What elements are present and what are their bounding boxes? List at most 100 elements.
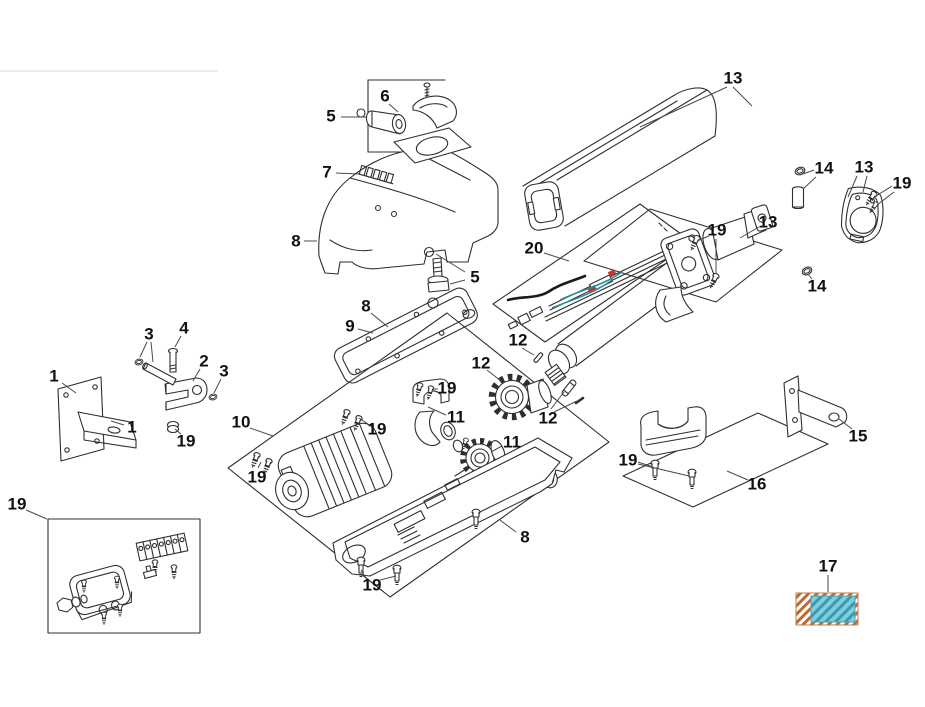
callout-label-7-3: 7 xyxy=(322,163,331,182)
release-lock-assembly xyxy=(356,82,472,164)
callout-label-19-32: 19 xyxy=(619,451,638,470)
rear-cap xyxy=(840,186,884,244)
callout-label-16-33: 16 xyxy=(748,475,767,494)
callout-label-17-37: 17 xyxy=(819,557,838,576)
callout-label-11-27: 11 xyxy=(447,408,465,427)
lock-cylinder xyxy=(356,108,407,135)
terminal-strip xyxy=(135,532,189,562)
black-wire xyxy=(506,274,587,302)
release-lever xyxy=(412,95,457,129)
o-ring-lower xyxy=(800,265,814,277)
group-box-drive-unit xyxy=(227,312,610,598)
saddle-cover xyxy=(640,406,707,490)
release-pin xyxy=(423,246,450,293)
junction-kit xyxy=(56,532,189,625)
leader-line xyxy=(732,86,753,107)
callout-label-1-22: 1 xyxy=(127,418,136,437)
callout-label-19-34: 19 xyxy=(8,495,27,514)
leader-line xyxy=(61,382,77,394)
snap-ring-b xyxy=(207,392,219,402)
leader-line xyxy=(637,461,654,468)
snap-ring-a xyxy=(133,357,145,367)
cable-harness xyxy=(506,222,689,330)
callout-label-14-12: 14 xyxy=(808,277,827,296)
group-box-bracket-16 xyxy=(622,412,829,508)
leader-line xyxy=(553,400,578,413)
leader-line xyxy=(427,406,447,416)
bevel-gear xyxy=(488,373,552,421)
tube-housing xyxy=(522,87,717,231)
housing-cover-top xyxy=(318,145,499,275)
leader-line xyxy=(370,312,389,328)
callout-label-14-4: 14 xyxy=(815,159,834,178)
callout-label-8-7: 8 xyxy=(291,232,300,251)
callout-label-4-16: 4 xyxy=(179,319,189,338)
callout-label-20-8: 20 xyxy=(525,239,544,258)
leader-line xyxy=(257,461,262,469)
gasket xyxy=(333,287,478,384)
bolt-pin-4 xyxy=(167,347,179,373)
callout-label-9-14: 9 xyxy=(345,317,354,336)
callout-label-5-2: 5 xyxy=(326,107,335,126)
leader-line xyxy=(799,169,815,176)
callout-label-12-28: 12 xyxy=(539,409,558,428)
callout-label-1-19: 1 xyxy=(49,367,58,386)
finger-bracket xyxy=(414,410,441,447)
leader-line xyxy=(862,175,868,193)
pivot-pin xyxy=(791,165,807,210)
front-bracket xyxy=(783,375,848,438)
callout-label-19-6: 19 xyxy=(893,174,912,193)
callout-label-13-5: 13 xyxy=(855,158,874,177)
callout-label-2-17: 2 xyxy=(199,352,208,371)
teal-wire-2 xyxy=(551,279,613,309)
callout-label-10-23: 10 xyxy=(232,413,251,432)
callout-label-12-21: 12 xyxy=(472,354,491,373)
leader-line xyxy=(543,252,570,262)
leader-line xyxy=(110,420,125,426)
callout-label-3-15: 3 xyxy=(144,325,153,344)
lock-cover-plate xyxy=(393,127,472,164)
callout-label-5-11: 5 xyxy=(470,268,479,287)
leader-line xyxy=(388,103,399,113)
leader-line xyxy=(807,273,813,280)
callout-label-11-29: 11 xyxy=(503,433,521,452)
head-assembly xyxy=(544,204,774,386)
leader-line xyxy=(358,417,369,425)
grease-pack xyxy=(795,592,859,626)
leader-line xyxy=(499,519,517,533)
leader-line xyxy=(379,575,397,581)
leader-line xyxy=(357,328,374,334)
front-plate xyxy=(660,228,716,296)
leader-line xyxy=(174,428,182,435)
clevis-pin xyxy=(142,362,177,386)
leader-line xyxy=(639,86,728,128)
leader-line xyxy=(25,509,48,520)
contact-strip xyxy=(357,164,395,185)
callout-label-8-13: 8 xyxy=(361,297,370,316)
roll-pins xyxy=(533,352,585,405)
leader-line xyxy=(550,391,565,410)
callout-label-19-24: 19 xyxy=(177,432,196,451)
leader-line xyxy=(150,341,154,363)
clamp-shell xyxy=(655,286,694,323)
leader-line xyxy=(360,569,367,579)
threaded-tip xyxy=(544,363,567,386)
callout-label-19-25: 19 xyxy=(368,420,387,439)
callout-label-13-0: 13 xyxy=(724,69,743,88)
group-box-cable-20 xyxy=(492,203,693,343)
leader-line xyxy=(838,418,853,430)
rear-bracket xyxy=(57,376,137,462)
callout-label-19-31: 19 xyxy=(248,468,267,487)
cable-gland xyxy=(56,594,88,613)
callout-label-15-30: 15 xyxy=(849,427,868,446)
group-box-junction-19 xyxy=(47,518,201,634)
leader-line xyxy=(139,341,148,358)
leader-line xyxy=(802,176,817,190)
lock-nut xyxy=(166,420,180,434)
callout-label-12-20: 12 xyxy=(509,331,528,350)
leader-line xyxy=(876,191,895,206)
base-tray xyxy=(332,437,573,586)
callout-label-19-36: 19 xyxy=(363,576,382,595)
